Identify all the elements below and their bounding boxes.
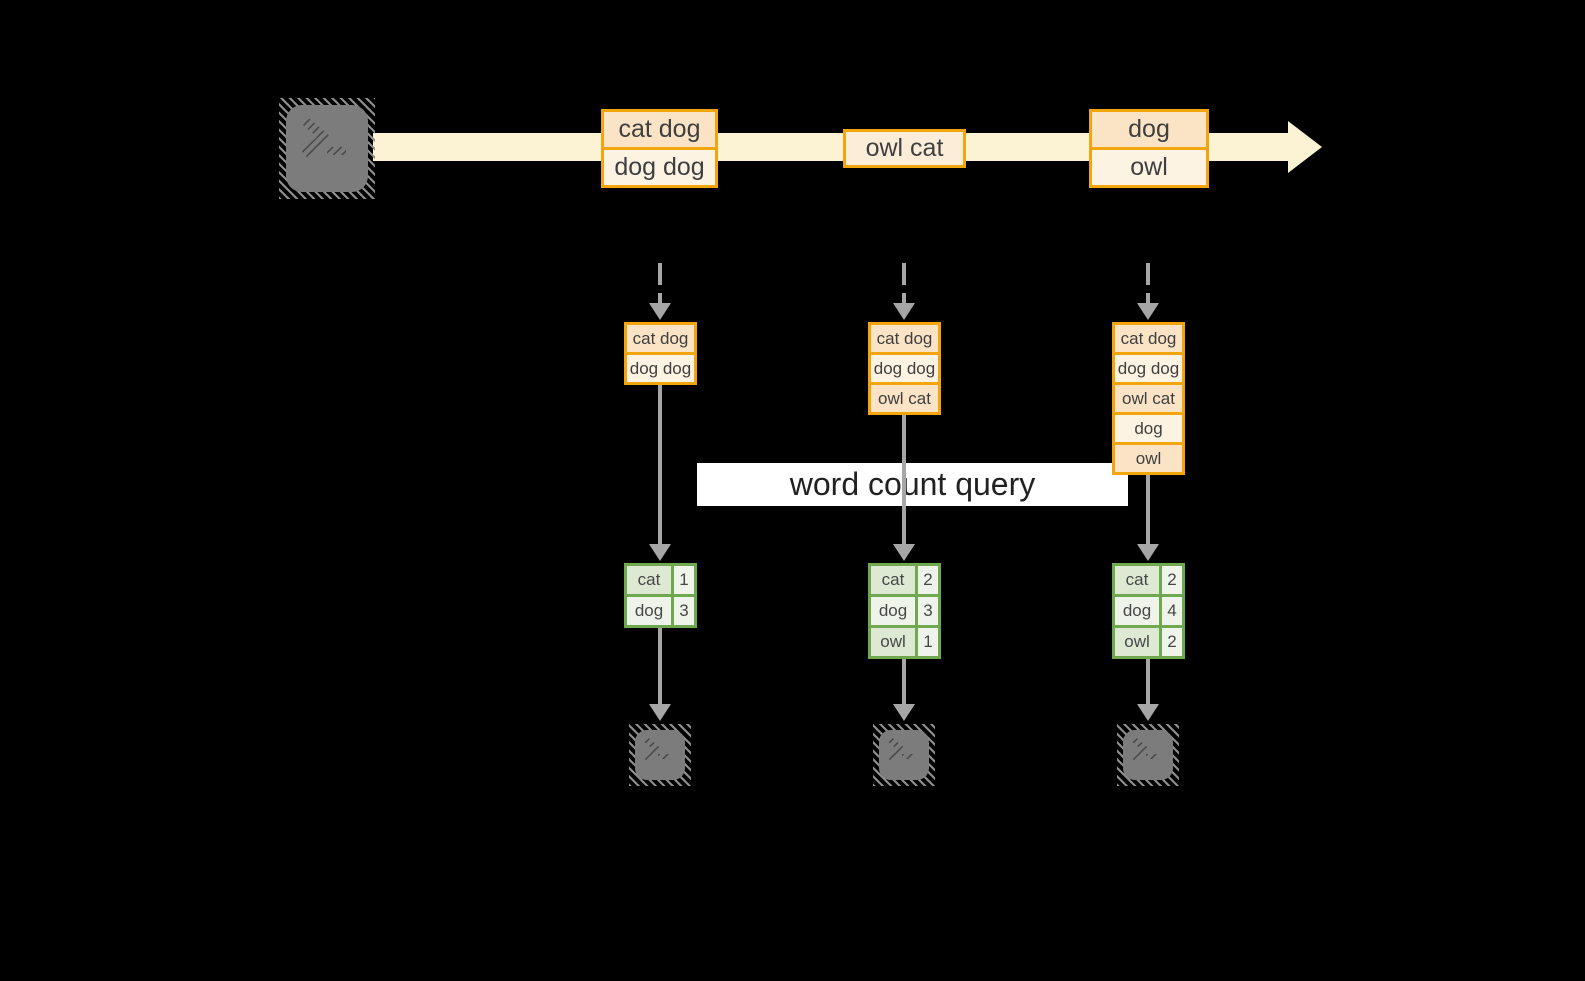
stream-event-batch2: owl cat xyxy=(843,129,966,168)
arrow-line xyxy=(658,628,662,705)
arrowhead-down-icon xyxy=(1137,544,1159,561)
arrowhead-down-icon xyxy=(893,704,915,721)
word-cell: cat xyxy=(871,566,915,594)
dashed-arrow-segment xyxy=(1146,293,1150,307)
word-cell: cat xyxy=(1115,566,1159,594)
batch-line: owl cat xyxy=(871,385,938,412)
accumulated-batch-3: cat dog dog dog owl cat dog owl xyxy=(1112,322,1185,475)
word-cell: dog xyxy=(627,597,671,625)
batch-line: cat dog xyxy=(1115,325,1182,352)
count-cell: 3 xyxy=(918,597,938,625)
count-cell: 4 xyxy=(1162,597,1182,625)
stream-event-line: owl xyxy=(1092,150,1206,185)
word-count-table-2: cat 2 dog 3 owl 1 xyxy=(868,563,941,659)
dashed-arrow-segment xyxy=(658,263,662,285)
count-cell: 1 xyxy=(674,566,694,594)
terminal-prompt-glyph xyxy=(301,116,346,158)
arrow-line xyxy=(902,415,906,545)
query-label-band: word count query xyxy=(697,463,1128,506)
word-count-table-1: cat 1 dog 3 xyxy=(624,563,697,628)
dashed-arrow-segment xyxy=(902,293,906,307)
arrowhead-down-icon xyxy=(893,303,915,320)
stream-arrowhead xyxy=(1288,121,1322,173)
stream-event-batch3: dog owl xyxy=(1089,109,1209,188)
dashed-arrow-segment xyxy=(658,293,662,307)
batch-line: dog xyxy=(1115,415,1182,442)
dashed-arrow-segment xyxy=(902,263,906,285)
terminal-prompt-glyph xyxy=(642,735,671,761)
count-cell: 2 xyxy=(1162,566,1182,594)
query-label: word count query xyxy=(789,466,1036,502)
arrow-line xyxy=(902,659,906,705)
terminal-icon xyxy=(1117,724,1179,786)
terminal-icon xyxy=(629,724,691,786)
stream-event-line: dog dog xyxy=(604,150,715,185)
batch-line: dog dog xyxy=(1115,355,1182,382)
batch-line: owl cat xyxy=(1115,385,1182,412)
arrowhead-down-icon xyxy=(1137,303,1159,320)
word-cell: dog xyxy=(871,597,915,625)
stream-event-line: owl cat xyxy=(846,132,963,165)
batch-line: cat dog xyxy=(871,325,938,352)
word-count-table-3: cat 2 dog 4 owl 2 xyxy=(1112,563,1185,659)
count-cell: 1 xyxy=(918,628,938,656)
batch-line: cat dog xyxy=(627,325,694,352)
dashed-arrow-segment xyxy=(1146,263,1150,285)
word-cell: cat xyxy=(627,566,671,594)
arrowhead-down-icon xyxy=(1137,704,1159,721)
stream-event-line: dog xyxy=(1092,112,1206,147)
stream-event-batch1: cat dog dog dog xyxy=(601,109,718,188)
arrow-line xyxy=(1146,475,1150,545)
batch-line: dog dog xyxy=(627,355,694,382)
arrowhead-down-icon xyxy=(649,303,671,320)
arrow-line xyxy=(1146,659,1150,705)
terminal-prompt-glyph xyxy=(886,735,915,761)
word-cell: dog xyxy=(1115,597,1159,625)
word-cell: owl xyxy=(871,628,915,656)
arrowhead-down-icon xyxy=(893,544,915,561)
arrowhead-down-icon xyxy=(649,704,671,721)
terminal-prompt-glyph xyxy=(1130,735,1159,761)
word-cell: owl xyxy=(1115,628,1159,656)
arrowhead-down-icon xyxy=(649,544,671,561)
count-cell: 2 xyxy=(918,566,938,594)
batch-line: dog dog xyxy=(871,355,938,382)
stream-event-line: cat dog xyxy=(604,112,715,147)
count-cell: 3 xyxy=(674,597,694,625)
count-cell: 2 xyxy=(1162,628,1182,656)
arrow-line xyxy=(658,385,662,545)
batch-line: owl xyxy=(1115,445,1182,472)
accumulated-batch-1: cat dog dog dog xyxy=(624,322,697,385)
terminal-icon xyxy=(873,724,935,786)
accumulated-batch-2: cat dog dog dog owl cat xyxy=(868,322,941,415)
terminal-icon xyxy=(279,98,375,199)
